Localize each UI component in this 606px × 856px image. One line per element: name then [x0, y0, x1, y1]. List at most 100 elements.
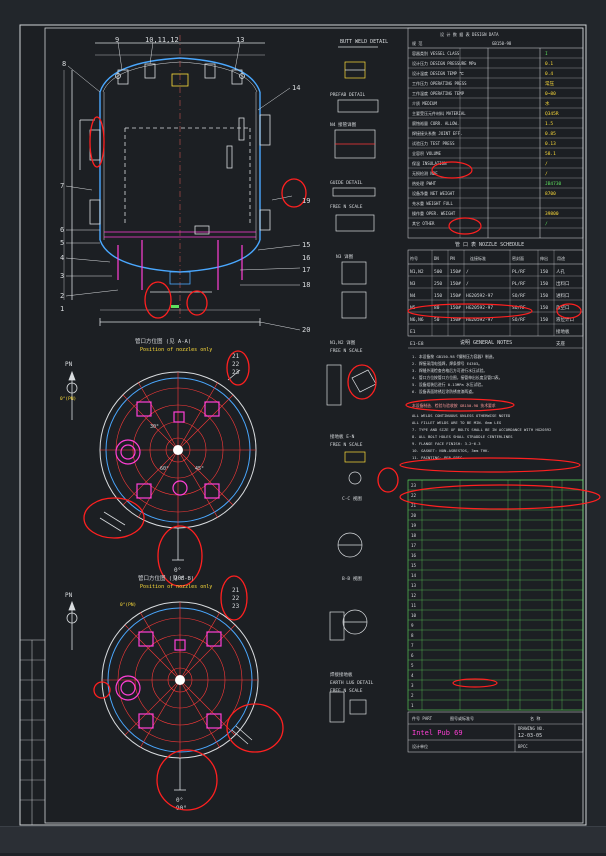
company-name: Intel Pub 69 [412, 729, 463, 737]
bom-item-number: 14 [411, 573, 417, 578]
nozzle-cell-size: 500 [434, 269, 442, 275]
svg-text:19: 19 [302, 197, 310, 205]
nozzle-cell-use: 放空口 [556, 304, 570, 311]
svg-text:设计压力 DESIGN PRESSURE MPa: 设计压力 DESIGN PRESSURE MPa [412, 60, 477, 66]
svg-text:90°: 90° [174, 575, 185, 582]
svg-text:15: 15 [302, 241, 310, 249]
svg-text:试验压力 TEST PRESS: 试验压力 TEST PRESS [412, 140, 455, 146]
svg-text:8. ALL BOLT HOLES SHALL STRADD: 8. ALL BOLT HOLES SHALL STRADDLE CENTERL… [412, 434, 513, 439]
svg-text:4: 4 [60, 254, 64, 262]
svg-text:全容积 VOLUME: 全容积 VOLUME [412, 150, 441, 156]
svg-text:容器类别 VESSEL CLASS: 容器类别 VESSEL CLASS [412, 50, 460, 56]
svg-text:/: / [545, 221, 548, 227]
nozzle-cell-len: 150 [540, 281, 548, 287]
svg-text:N4 接管详图: N4 接管详图 [330, 121, 357, 128]
status-bar [0, 826, 606, 853]
nozzle-cell-mark: N3 [410, 281, 416, 287]
svg-text:设备净重 NET WEIGHT: 设备净重 NET WEIGHT [412, 190, 455, 196]
general-notes: 说明 GENERAL NOTES 1. 本设备按 GB150-98《钢制压力容器… [399, 339, 583, 473]
nozzle-cell-std: / [466, 269, 469, 275]
svg-text:3: 3 [60, 272, 64, 280]
nozzle-cell-mark: E1 [410, 329, 416, 335]
svg-text:ALL FILLET WELDS ARE TO BE MIN: ALL FILLET WELDS ARE TO BE MIN. 6mm LEG [412, 420, 502, 425]
general-notes-title: 说明 GENERAL NOTES [460, 339, 512, 346]
nozzle-cell-rating: 150# [450, 305, 461, 311]
nozzle-cell-len: 150 [540, 305, 548, 311]
svg-text:图号或标准号: 图号或标准号 [450, 715, 474, 721]
svg-text:13: 13 [236, 36, 244, 44]
sheet-border [19, 24, 587, 826]
earth-lug-label: EARTH LUG DETAIL [330, 680, 374, 686]
svg-text:0.13: 0.13 [545, 141, 556, 147]
nozzle-cell-std: HG20592-97 [466, 317, 493, 323]
svg-text:充水重 WEIGHT FULL: 充水重 WEIGHT FULL [412, 200, 453, 206]
bom-item-number: 16 [411, 553, 417, 558]
bom-item-number: 17 [411, 543, 417, 548]
nozzle-cell-use: 支座 [556, 340, 565, 347]
nozzle-cell-use: 人孔 [556, 268, 565, 275]
svg-text:FREE N SCALE: FREE N SCALE [330, 348, 363, 354]
svg-text:1. 本设备按 GB150-98《钢制压力容器》制造。: 1. 本设备按 GB150-98《钢制压力容器》制造。 [412, 354, 496, 359]
nozzle-cell-use: 进料口 [556, 292, 570, 299]
svg-text:10. GASKET: NON-ASBESTOS, 3mm: 10. GASKET: NON-ASBESTOS, 3mm THK. [412, 448, 490, 453]
svg-text:18: 18 [302, 281, 310, 289]
svg-text:FREE N SCALE: FREE N SCALE [330, 442, 363, 448]
svg-text:0°(PN): 0°(PN) [120, 602, 136, 608]
svg-text:无损检测 NDE: 无损检测 NDE [412, 170, 438, 176]
svg-text:21: 21 [232, 587, 240, 594]
svg-text:1: 1 [60, 305, 64, 313]
svg-text:11. PAINTING: PER SPEC.: 11. PAINTING: PER SPEC. [412, 455, 465, 460]
svg-text:主要受压元件材料 MATERIAL: 主要受压元件材料 MATERIAL [412, 110, 466, 116]
orientation-2-subtitle: Position of nozzles only [140, 584, 212, 590]
revision-clouds-orientation-1 [83, 350, 250, 587]
svg-text:3. 焊缝外观检查合格后方可进行水压试验。: 3. 焊缝外观检查合格后方可进行水压试验。 [412, 368, 487, 373]
north-arrow-1 [66, 370, 78, 420]
revision-clouds-design-data [431, 161, 482, 235]
svg-text:0°: 0° [176, 797, 183, 804]
bom-item-number: 5 [411, 663, 414, 668]
orientation-2-title: 管口方位图 (见 B-B) [138, 574, 194, 582]
svg-text:5: 5 [60, 239, 64, 247]
svg-text:0.4: 0.4 [545, 71, 553, 77]
svg-text:8: 8 [62, 60, 66, 68]
svg-text:Q345R: Q345R [545, 111, 559, 117]
nozzle-cell-mark: N4 [410, 293, 416, 299]
bom-item-number: 11 [411, 603, 417, 608]
nozzle-cell-std: HG20592-97 [466, 293, 493, 299]
design-data-table [407, 27, 584, 239]
nozzle-cell-len: 150 [540, 269, 548, 275]
bom-item-number: 22 [411, 493, 417, 498]
svg-text:伸出: 伸出 [540, 255, 548, 261]
nozzle-cell-len: 150 [540, 293, 548, 299]
svg-text:DN: DN [434, 256, 439, 261]
svg-text:密封面: 密封面 [512, 255, 524, 261]
svg-text:14: 14 [292, 84, 300, 92]
bom-item-number: 19 [411, 523, 417, 528]
svg-text:N1,N2 详图: N1,N2 详图 [330, 339, 356, 346]
nozzle-cell-rating: 150# [450, 293, 461, 299]
svg-text:FREE N SCALE: FREE N SCALE [330, 204, 363, 210]
svg-text:ALL WELDS CONTINUOUS UNLESS OT: ALL WELDS CONTINUOUS UNLESS OTHERWISE NO… [412, 413, 511, 418]
bom-item-number: 4 [411, 673, 414, 678]
svg-text:腐蚀裕量 CORR. ALLOW.: 腐蚀裕量 CORR. ALLOW. [412, 120, 459, 126]
svg-text:6. 设备表面除锈后涂防锈底漆两道。: 6. 设备表面除锈后涂防锈底漆两道。 [412, 389, 476, 394]
svg-text:0°: 0° [174, 567, 181, 574]
elevation-green-marks [171, 305, 179, 308]
nozzle-cell-size: 80 [434, 305, 440, 311]
drawing-no: 12-03-05 [518, 733, 542, 739]
svg-text:4. 管口方位按管口方位图，接管伸出长度见管口表。: 4. 管口方位按管口方位图，接管伸出长度见管口表。 [412, 375, 502, 380]
svg-text:PREFAB DETAIL: PREFAB DETAIL [330, 92, 366, 98]
nozzle-cell-face: PL/RF [512, 281, 526, 287]
bom-item-number: 9 [411, 623, 414, 628]
svg-text:2: 2 [60, 292, 64, 300]
svg-text:JB4730: JB4730 [545, 181, 562, 187]
svg-text:9: 9 [115, 36, 119, 44]
svg-text:用途: 用途 [557, 255, 565, 261]
bom-item-number: 12 [411, 593, 417, 598]
svg-text:GB150-98: GB150-98 [492, 41, 512, 46]
svg-text:7: 7 [60, 182, 64, 190]
